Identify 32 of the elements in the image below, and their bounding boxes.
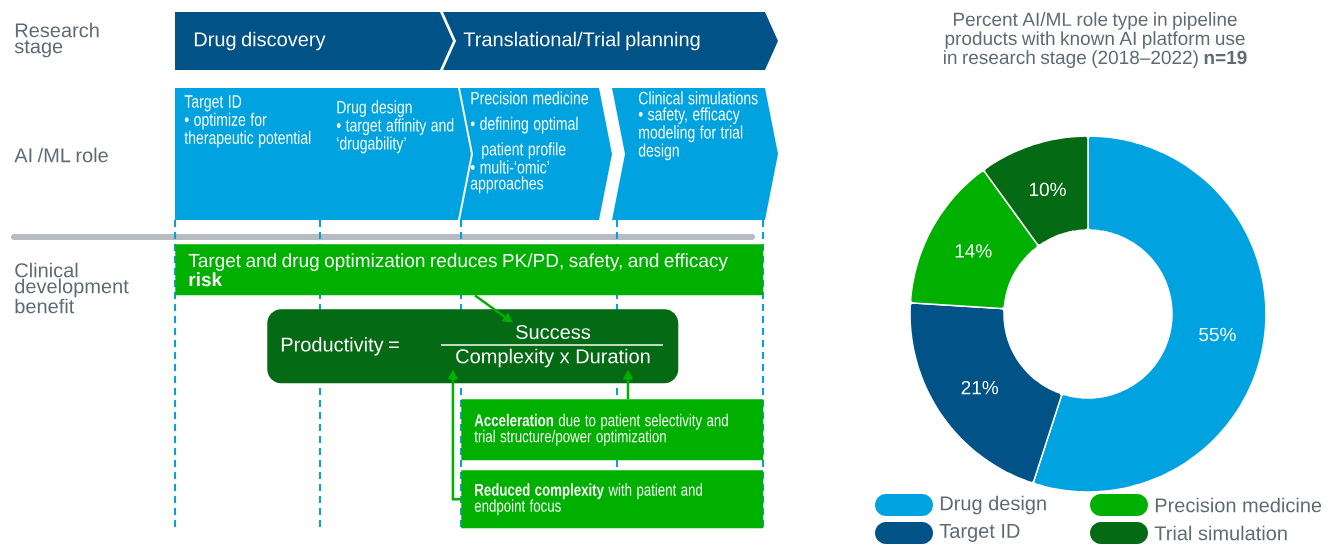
node-label: Drug design [337,100,412,118]
role-banner: Target ID • optimize for therapeutic potential [175,88,330,220]
legend-label: Drug design [940,495,1046,515]
benefit-box: Reduced complexity with patient and endpoint focus [461,470,764,529]
row-label: Clinical development benefit [15,262,129,314]
node-label: • defining optimal patient profile [470,116,578,160]
row-label: AI /ML role [14,147,108,163]
formula-term: Complexity x Duration [456,348,650,368]
data-label: 14% [955,244,992,258]
node-label: • target affinity and ‘drugability’ [336,118,454,154]
role-banner: Precision medicine • defining optimal patient profile • multi-‘omic’ approaches [460,88,612,220]
data-label: 21% [961,380,999,395]
legend-label: Precision medicine [1155,497,1322,513]
node-label: • multi-‘omic’ approaches [470,160,549,194]
chart-title: Percent AI/ML role type in pipeline products with known AI platform use in research stage (2018–2022) n=19 [944,12,1247,68]
legend-label: Trial simulation [1154,525,1287,541]
node-label: Target ID [184,95,242,112]
data-label: 10% [1029,182,1066,197]
stage-banner: Translational/Trial planning [443,12,778,70]
node-label: • optimize for therapeutic potential [184,112,311,148]
benefit-box: Acceleration due to patient selectivity and trial structure/power optimization [461,399,764,461]
formula-term: Success [516,324,591,340]
data-label: 55% [1199,327,1236,342]
node-label: Precision medicine [471,91,588,105]
stage-banner: Drug discovery [175,12,453,70]
node-label: Drug discovery [194,31,326,51]
node-label: Translational/Trial planning [463,31,700,51]
legend-label: Target ID [939,524,1020,542]
benefit-box: Target and drug optimization reduces PK/PD, safety, and efficacy risk [175,244,764,296]
row-label: Research stage [14,22,99,58]
role-banner: Drug design • target affinity and ‘drugability’ [313,88,471,220]
role-banner: Clinical simulations • safety, efficacy modeling for trial design [612,88,778,220]
